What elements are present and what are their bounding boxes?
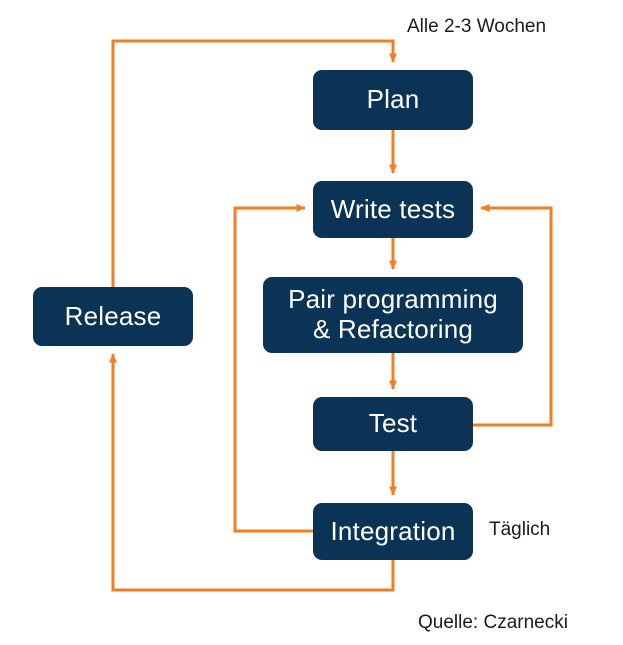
- node-integration[interactable]: Integration: [313, 503, 473, 560]
- caption-iteration-cadence: Alle 2-3 Wochen: [407, 16, 547, 37]
- caption-daily-cadence: Täglich: [489, 519, 551, 540]
- edge-release-to-plan: [111, 39, 397, 287]
- node-pair-programming-refactoring[interactable]: Pair programming & Refactoring: [263, 277, 523, 353]
- node-test-label: Test: [368, 408, 418, 439]
- node-release-label: Release: [64, 300, 162, 331]
- node-write-tests-label: Write tests: [330, 193, 456, 224]
- node-write-tests[interactable]: Write tests: [313, 181, 473, 238]
- node-plan[interactable]: Plan: [313, 70, 473, 130]
- node-release[interactable]: Release: [33, 287, 193, 346]
- edge-test-to-write-tests-loop: [473, 204, 553, 427]
- caption-source-attribution: Quelle: Czarnecki: [418, 612, 568, 633]
- node-test[interactable]: Test: [313, 397, 473, 451]
- node-plan-label: Plan: [366, 84, 420, 115]
- node-integration-label: Integration: [330, 515, 456, 546]
- edge-integration-to-release: [109, 353, 395, 592]
- node-pair-programming-label: Pair programming & Refactoring: [288, 284, 498, 344]
- edge-integration-to-write-tests-loop: [233, 204, 313, 533]
